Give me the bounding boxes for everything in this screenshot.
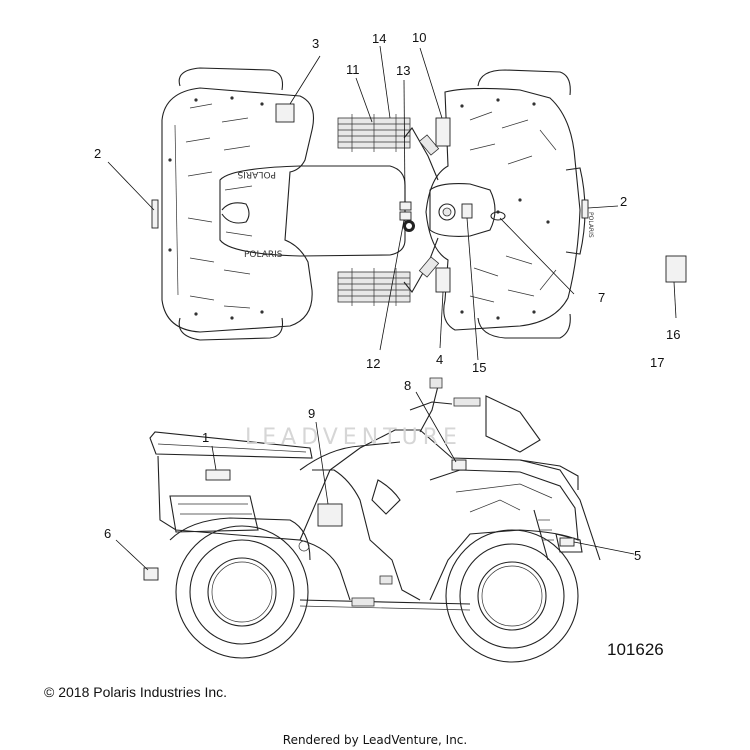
callout-2-front: 2 — [620, 194, 627, 209]
callout-4: 4 — [436, 352, 443, 367]
leadventure-watermark: LEADVENTURE — [245, 425, 462, 450]
decal-3 — [275, 103, 295, 123]
callout-15: 15 — [472, 360, 486, 375]
decal-16 — [665, 255, 687, 283]
callout-12: 12 — [366, 356, 380, 371]
side-view-atv — [149, 377, 601, 663]
decal-6 — [143, 567, 159, 581]
callout-10: 10 — [412, 30, 426, 45]
callout-3: 3 — [312, 36, 319, 51]
callout-14: 14 — [372, 31, 386, 46]
decal-2-front — [581, 199, 589, 219]
copyright-notice: © 2018 Polaris Industries Inc. — [44, 684, 228, 700]
callout-9: 9 — [308, 406, 315, 421]
decal-10 — [435, 117, 451, 147]
seat-logo-lower: POLARIS — [244, 250, 283, 260]
top-view-decals — [151, 103, 687, 293]
callout-17: 17 — [650, 355, 664, 370]
side-view-decals — [143, 459, 575, 581]
decal-13 — [399, 201, 412, 211]
front-bumper-logo: POLARIS — [587, 212, 594, 238]
callout-2-rear: 2 — [94, 146, 101, 161]
callout-numbers: 3 14 10 11 13 2 2 7 16 17 4 12 15 9 8 1 … — [94, 30, 680, 563]
decal-1 — [205, 469, 231, 481]
decal-4 — [435, 267, 451, 293]
decal-2-rear — [151, 199, 159, 229]
callout-16: 16 — [666, 327, 680, 342]
decal-15 — [461, 203, 473, 219]
callout-6: 6 — [104, 526, 111, 541]
diagram-number: 101626 — [607, 640, 664, 659]
seat-logo-upper: POLARIS — [237, 169, 276, 179]
decal-12 — [399, 211, 412, 221]
callout-8: 8 — [404, 378, 411, 393]
leader-lines — [107, 45, 677, 571]
decal-5 — [559, 537, 575, 547]
callout-1: 1 — [202, 430, 209, 445]
callout-5: 5 — [634, 548, 641, 563]
decal-9 — [317, 503, 343, 527]
rendered-by-footer: Rendered by LeadVenture, Inc. — [282, 733, 468, 747]
lower-footwell — [337, 268, 411, 306]
top-view-atv: POLARIS POLARIS POLARIS — [161, 67, 594, 341]
upper-footwell — [337, 114, 411, 152]
callout-13: 13 — [396, 63, 410, 78]
callout-11: 11 — [346, 62, 360, 77]
decal-8 — [451, 459, 467, 471]
callout-7: 7 — [598, 290, 605, 305]
